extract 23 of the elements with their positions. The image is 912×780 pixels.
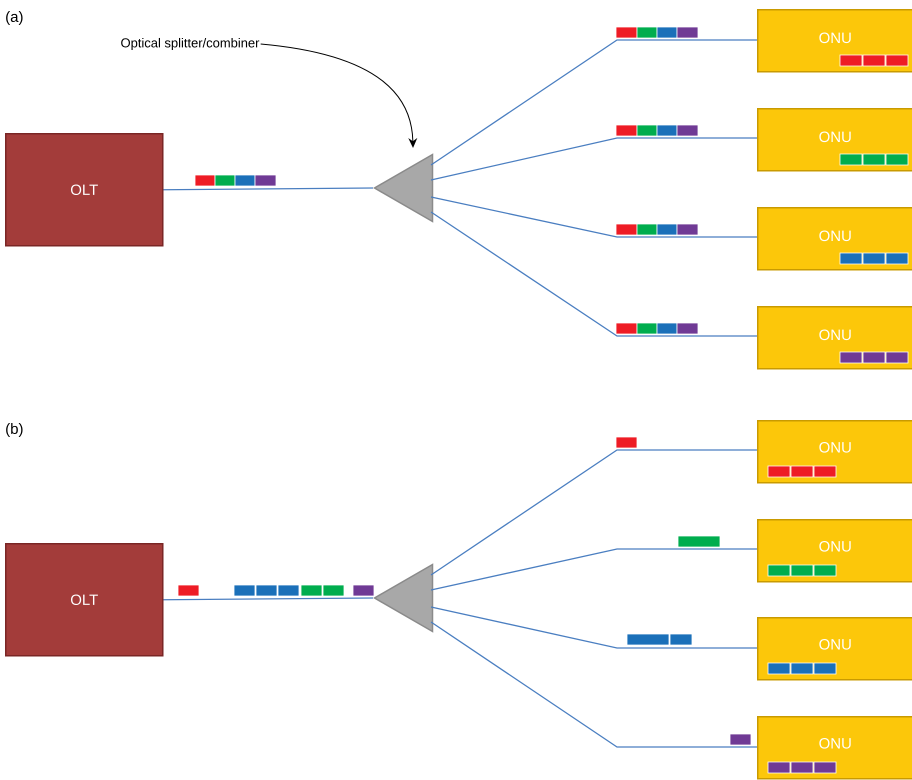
fiber-line — [164, 597, 374, 600]
fiber-line — [430, 621, 757, 748]
onu-box: ONU — [757, 207, 912, 270]
callout-text: Optical splitter/combiner — [121, 38, 260, 50]
onu-box: ONU — [757, 108, 912, 172]
onu-box: ONU — [757, 9, 912, 72]
olt-box: OLT — [5, 133, 164, 246]
onu-box: ONU — [757, 617, 912, 680]
fiber-line — [430, 449, 757, 576]
onu-box: ONU — [757, 420, 912, 484]
fiber-line — [430, 548, 757, 591]
onu-box: ONU — [757, 306, 912, 370]
fiber-line — [430, 39, 757, 166]
onu-box: ONU — [757, 519, 912, 582]
panel-label: (a) — [6, 11, 23, 25]
fiber-line — [430, 211, 757, 337]
fiber-line — [430, 196, 757, 238]
fiber-line — [430, 137, 757, 181]
olt-box: OLT — [5, 543, 164, 656]
onu-box: ONU — [757, 716, 912, 780]
panel-label: (b) — [6, 423, 23, 437]
fiber-line — [164, 187, 373, 190]
fiber-line — [430, 606, 757, 649]
